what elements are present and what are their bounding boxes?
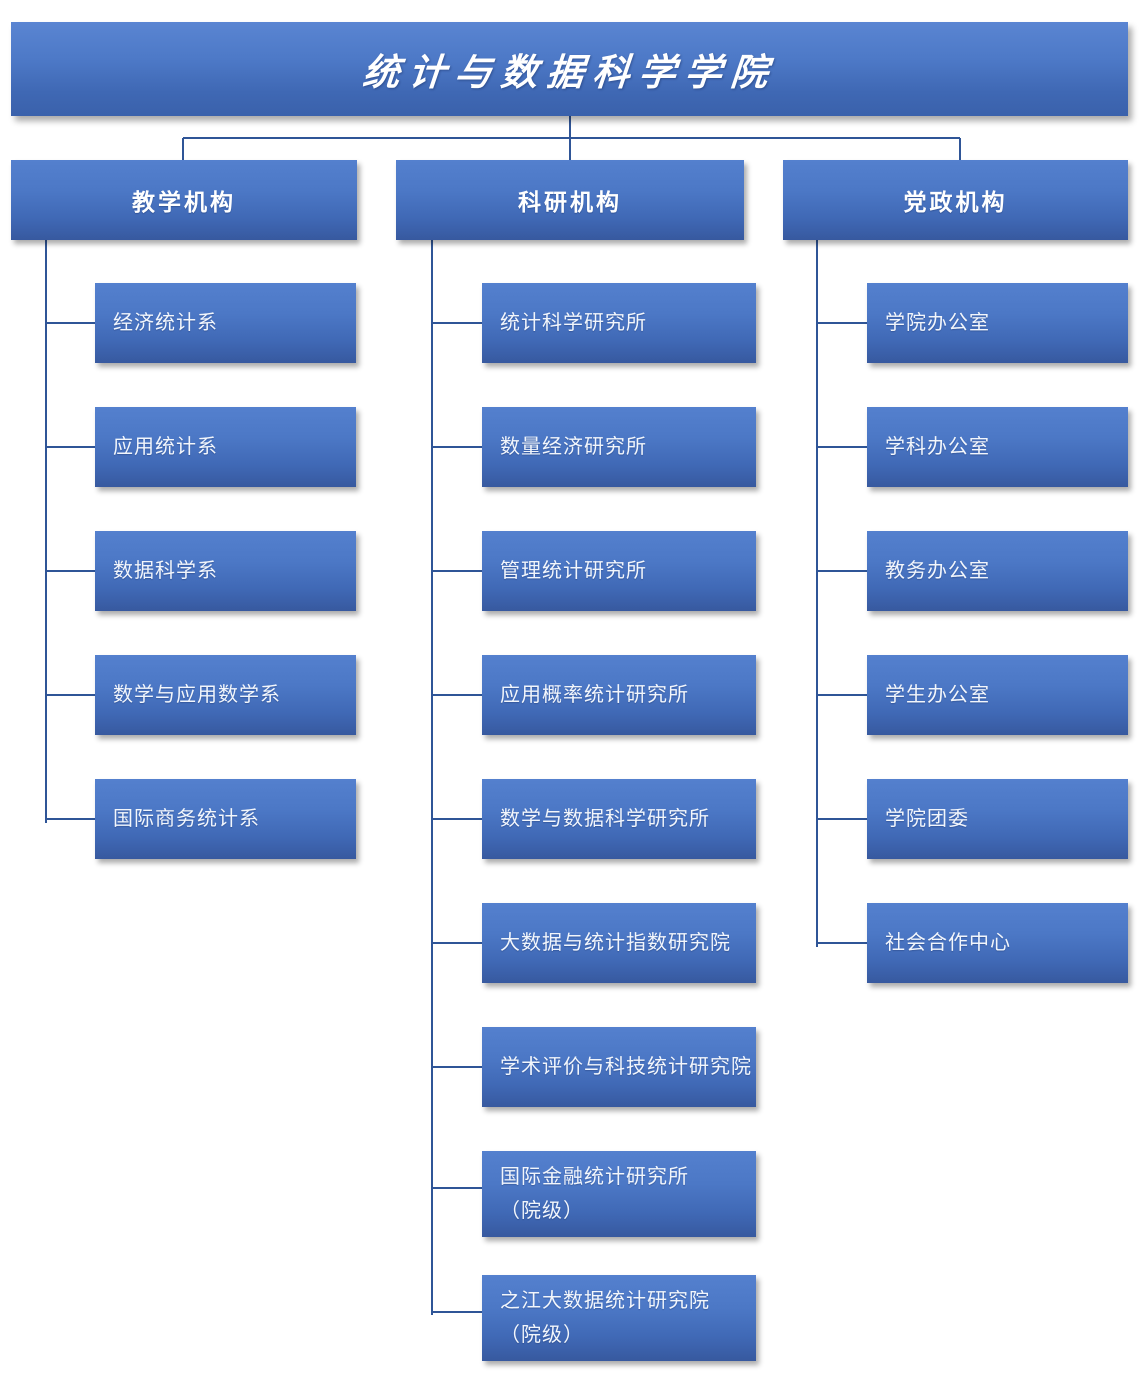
node-label: 数学与应用数学系	[113, 684, 281, 706]
node-label: 管理统计研究所	[500, 560, 647, 582]
node-party-admin-3[interactable]: 学生办公室	[867, 655, 1128, 735]
node-label: 大数据与统计指数研究院	[500, 932, 731, 954]
node-label: 应用概率统计研究所	[500, 684, 689, 706]
node-party-admin-4[interactable]: 学院团委	[867, 779, 1128, 859]
node-research-0[interactable]: 统计科学研究所	[482, 283, 756, 363]
node-label: 数据科学系	[113, 560, 218, 582]
node-teaching-0[interactable]: 经济统计系	[95, 283, 356, 363]
node-label: 学院团委	[885, 808, 969, 830]
node-label: 数学与数据科学研究所	[500, 808, 710, 830]
node-label: 国际商务统计系	[113, 808, 260, 830]
node-research-3[interactable]: 应用概率统计研究所	[482, 655, 756, 735]
group-header-party-admin[interactable]: 党政机构	[783, 160, 1128, 240]
node-research-1[interactable]: 数量经济研究所	[482, 407, 756, 487]
node-label: 数量经济研究所	[500, 436, 647, 458]
node-label: 学院办公室	[885, 312, 990, 334]
node-party-admin-5[interactable]: 社会合作中心	[867, 903, 1128, 983]
group-header-label: 党政机构	[903, 190, 1008, 215]
node-party-admin-2[interactable]: 教务办公室	[867, 531, 1128, 611]
node-research-5[interactable]: 大数据与统计指数研究院	[482, 903, 756, 983]
node-research-6[interactable]: 学术评价与科技统计研究院	[482, 1027, 756, 1107]
node-party-admin-1[interactable]: 学科办公室	[867, 407, 1128, 487]
node-label: 应用统计系	[113, 436, 218, 458]
node-label: 之江大数据统计研究院 （院级）	[500, 1290, 710, 1346]
node-teaching-3[interactable]: 数学与应用数学系	[95, 655, 356, 735]
group-header-label: 教学机构	[132, 190, 236, 215]
node-label: 社会合作中心	[885, 932, 1011, 954]
root-node[interactable]: 统计与数据科学学院	[11, 22, 1128, 116]
node-research-4[interactable]: 数学与数据科学研究所	[482, 779, 756, 859]
node-research-8[interactable]: 之江大数据统计研究院 （院级）	[482, 1275, 756, 1361]
node-teaching-2[interactable]: 数据科学系	[95, 531, 356, 611]
node-research-7[interactable]: 国际金融统计研究所 （院级）	[482, 1151, 756, 1237]
node-label: 经济统计系	[113, 312, 218, 334]
node-label: 教务办公室	[885, 560, 990, 582]
group-header-research[interactable]: 科研机构	[396, 160, 744, 240]
group-header-teaching[interactable]: 教学机构	[11, 160, 357, 240]
group-header-label: 科研机构	[518, 190, 622, 215]
root-title: 统计与数据科学学院	[360, 50, 779, 94]
node-label: 学术评价与科技统计研究院	[500, 1056, 752, 1078]
node-label: 统计科学研究所	[500, 312, 647, 334]
node-label: 学生办公室	[885, 684, 990, 706]
node-label: 国际金融统计研究所 （院级）	[500, 1166, 689, 1222]
node-party-admin-0[interactable]: 学院办公室	[867, 283, 1128, 363]
node-teaching-1[interactable]: 应用统计系	[95, 407, 356, 487]
node-research-2[interactable]: 管理统计研究所	[482, 531, 756, 611]
node-teaching-4[interactable]: 国际商务统计系	[95, 779, 356, 859]
node-label: 学科办公室	[885, 436, 990, 458]
